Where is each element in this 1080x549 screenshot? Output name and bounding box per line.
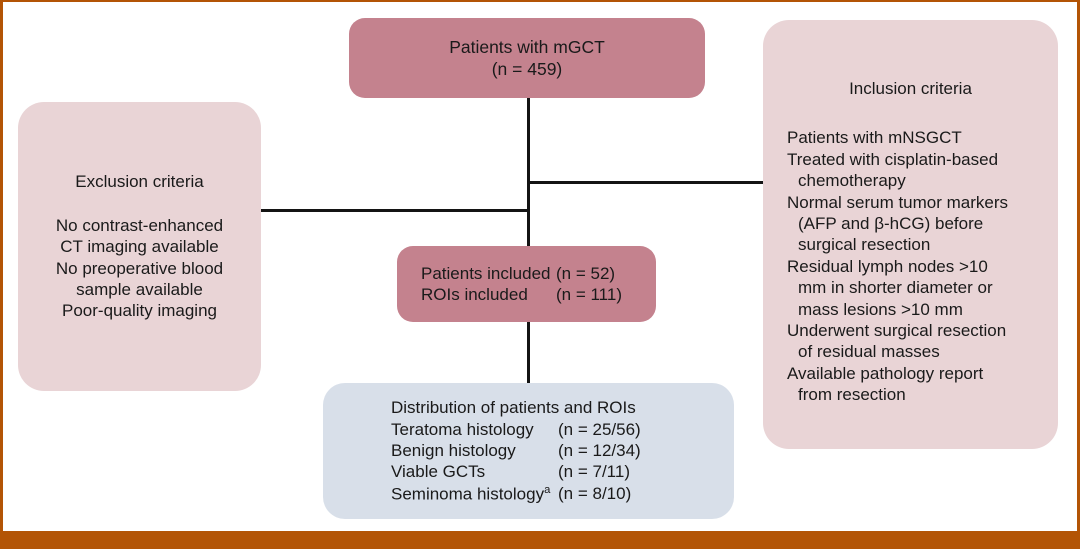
inclusion-criteria-item-text: Residual lymph nodes >10: [787, 256, 988, 276]
distribution-row: Benign histology (n = 12/34): [391, 440, 734, 461]
frame-border-top: [0, 0, 1080, 2]
distribution-row-value: (n = 8/10): [558, 483, 632, 503]
distribution-rows: Teratoma histology(n = 25/56)Benign hist…: [391, 419, 734, 505]
inclusion-criteria-item-text: Available pathology report: [787, 363, 984, 383]
patients-included-row-value: (n = 111): [556, 285, 622, 304]
distribution-row-label: Benign histology: [391, 440, 516, 460]
distribution-row-label: Viable GCTs: [391, 462, 486, 482]
distribution-row-footnote-marker: a: [544, 483, 551, 496]
exclusion-criteria-line: No contrast-enhanced: [55, 215, 224, 235]
connector-horizontal-inclusion: [527, 181, 764, 184]
distribution-row-label: Seminoma histologya: [391, 483, 551, 504]
exclusion-criteria-line: Poor-quality imaging: [62, 301, 217, 321]
distribution-row-value: (n = 12/34): [558, 440, 641, 460]
connector-vertical-bottom: [527, 321, 530, 384]
node-patients-with-mgct: Patients with mGCT (n = 459): [349, 18, 705, 98]
inclusion-criteria-item-continuation: from resection: [798, 385, 906, 405]
inclusion-criteria-item-continuation: mass lesions >10 mm: [798, 299, 963, 319]
distribution-row-value: (n = 7/11): [558, 462, 630, 482]
inclusion-criteria-item-text: Underwent surgical resection: [787, 321, 1007, 341]
exclusion-criteria-line: sample available: [76, 279, 203, 299]
distribution-row-label: Teratoma histology: [391, 419, 534, 439]
node-patients-included: Patients included(n = 52)ROIs included(n…: [397, 246, 656, 322]
distribution-row: Seminoma histologya (n = 8/10): [391, 483, 734, 505]
frame-border-left: [0, 0, 3, 533]
exclusion-criteria-line: No preoperative blood: [55, 258, 224, 278]
exclusion-criteria-line: CT imaging available: [60, 237, 219, 257]
node-distribution: Distribution of patients and ROIs Terato…: [323, 383, 734, 519]
inclusion-criteria-item-continuation: of residual masses: [798, 342, 940, 362]
inclusion-criteria-title: Inclusion criteria: [849, 79, 972, 98]
inclusion-criteria-item-continuation: mm in shorter diameter or: [798, 278, 993, 298]
inclusion-criteria-item-continuation: chemotherapy: [798, 171, 906, 191]
node-patients-with-mgct-count: (n = 459): [491, 59, 563, 79]
inclusion-criteria-item-text: Patients with mNSGCT: [787, 128, 962, 148]
patients-included-row-value: (n = 52): [556, 263, 616, 283]
distribution-row: Teratoma histology (n = 25/56): [391, 419, 734, 440]
distribution-row-value: (n = 25/56): [558, 419, 641, 439]
node-patients-with-mgct-line1: Patients with mGCT: [449, 36, 605, 57]
patients-included-row-label: ROIs included: [421, 285, 528, 304]
inclusion-criteria-item-continuation: (AFP and β-hCG) before: [798, 214, 984, 234]
distribution-heading: Distribution of patients and ROIs: [391, 398, 636, 418]
patients-included-row-label: Patients included: [421, 263, 551, 283]
exclusion-criteria-title: Exclusion criteria: [75, 172, 204, 192]
inclusion-criteria-item: Patients with mNSGCT: [787, 127, 1008, 148]
connector-horizontal-exclusion: [259, 209, 530, 212]
inclusion-criteria-item-continuation: surgical resection: [798, 235, 931, 255]
frame-border-right: [1077, 0, 1080, 533]
inclusion-criteria-item-text: Normal serum tumor markers: [787, 192, 1009, 212]
patients-included-row: ROIs included (n = 111): [421, 284, 656, 305]
distribution-row: Viable GCTs (n = 7/11): [391, 461, 734, 482]
inclusion-criteria-item-text: Treated with cisplatin-based: [787, 149, 999, 169]
frame-border-bottom: [0, 531, 1080, 549]
connector-vertical-top: [527, 96, 530, 248]
patients-included-row: Patients included(n = 52): [421, 263, 656, 284]
inclusion-criteria-item: Normal serum tumor markers(AFP and β-hCG…: [787, 192, 1008, 256]
